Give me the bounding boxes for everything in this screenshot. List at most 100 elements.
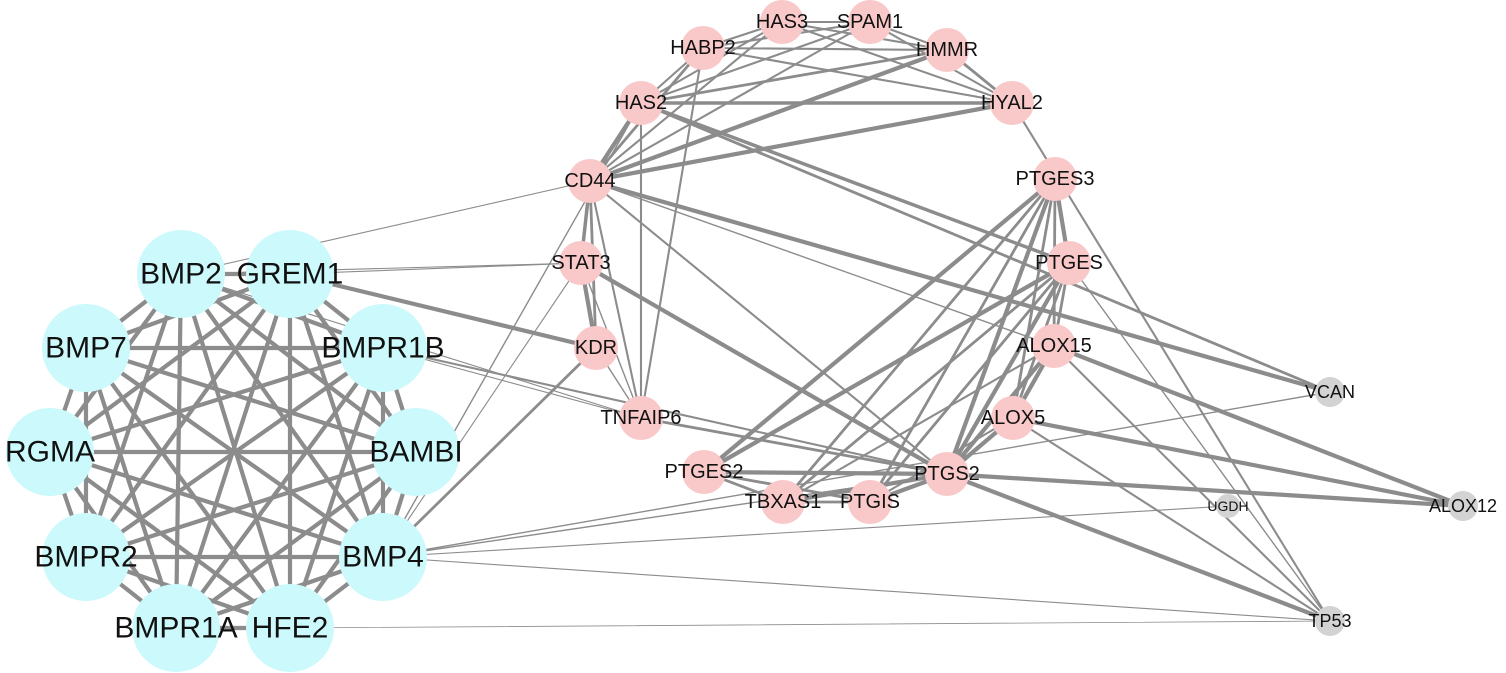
node-label-alox12: ALOX12	[1429, 496, 1497, 516]
edge-bmp2-bambi	[178, 271, 419, 455]
edge-cd44-ptgs2	[588, 179, 949, 476]
edge-bmpr1b-bmpr1a	[173, 345, 386, 631]
node-label-bmpr2: BMPR2	[34, 541, 137, 574]
node-label-ptgis: PTGIS	[840, 491, 900, 513]
edge-ptges3-ptgs2	[944, 176, 1058, 477]
edge-alox15-alox12	[1051, 343, 1466, 509]
node-bmpr1b[interactable]	[339, 304, 427, 392]
node-label-alox5: ALOX5	[981, 407, 1045, 429]
edge-bmpr1b-rgma	[47, 345, 386, 455]
edge-grem1-rgma	[47, 271, 293, 455]
node-bmpr1a[interactable]	[132, 584, 220, 672]
edge-bambi-bmpr2	[83, 449, 419, 560]
node-rgma[interactable]	[6, 408, 94, 496]
node-kdr[interactable]	[574, 326, 618, 370]
node-stat3[interactable]	[559, 241, 603, 285]
node-label-ptges2: PTGES2	[665, 461, 744, 483]
node-ptgs2[interactable]	[925, 452, 969, 496]
edge-stat3-ptgs2	[578, 260, 950, 477]
edge-habp2-hyal2	[701, 46, 1014, 105]
node-hyal2[interactable]	[990, 81, 1034, 125]
edge-bmp7-hfe2	[83, 345, 293, 631]
edge-kdr-grem1	[287, 271, 599, 351]
edge-ptgs2-tnfaip6	[639, 416, 949, 476]
edge-cd44-hyal2	[589, 102, 1013, 182]
edge-ugdh-bmp4	[382, 505, 1229, 558]
node-ptges2[interactable]	[682, 450, 726, 494]
node-ptgis[interactable]	[848, 480, 892, 524]
node-spam1[interactable]	[848, 0, 892, 44]
node-tnfaip6[interactable]	[619, 396, 663, 440]
node-ugdh[interactable]	[1216, 494, 1240, 518]
node-label-bmp7: BMP7	[45, 332, 127, 365]
node-layer	[6, 0, 1478, 672]
edge-bambi-bmpr1a	[173, 449, 419, 631]
node-label-has2: HAS2	[615, 92, 667, 114]
edge-ptgs2-bmp4	[382, 473, 948, 558]
node-bambi[interactable]	[372, 408, 460, 496]
edge-grem1-bmpr2	[83, 271, 293, 560]
edge-ptges-tbxas1	[781, 261, 1071, 504]
node-label-bmpr1b: BMPR1B	[321, 332, 444, 365]
node-habp2[interactable]	[681, 26, 725, 70]
edge-grem1-bmp4	[287, 271, 386, 560]
edge-habp2-tnfaip6	[639, 46, 705, 420]
node-bmpr2[interactable]	[42, 513, 130, 601]
edge-cd44-tnfaip6	[588, 179, 643, 420]
edge-ptges-ptgis	[868, 261, 1071, 504]
node-label-has3: HAS3	[756, 11, 808, 33]
node-bmp4[interactable]	[339, 513, 427, 601]
node-label-habp2: HABP2	[670, 37, 736, 59]
node-hmmr[interactable]	[925, 28, 969, 72]
edge-ptges-ptges2	[701, 260, 1072, 475]
node-label-vcan: VCAN	[1305, 382, 1355, 402]
node-label-grem1: GREM1	[237, 258, 344, 291]
node-alox12[interactable]	[1448, 491, 1478, 521]
node-has2[interactable]	[619, 81, 663, 125]
node-has3[interactable]	[760, 0, 804, 44]
node-label-hmmr: HMMR	[916, 39, 978, 61]
node-ptges3[interactable]	[1033, 157, 1077, 201]
edge-kdr-bmp4	[381, 346, 598, 559]
edge-ptgs2-alox12	[944, 471, 1466, 509]
node-label-bmpr1a: BMPR1A	[114, 612, 237, 645]
node-label-cd44: CD44	[564, 170, 615, 192]
edge-habp2-hmmr	[701, 46, 949, 52]
node-label-tbxas1: TBXAS1	[745, 491, 822, 513]
node-alox5[interactable]	[991, 396, 1035, 440]
node-tbxas1[interactable]	[761, 480, 805, 524]
node-label-ugdh: UGDH	[1207, 498, 1248, 514]
edge-ptges-tp53	[1068, 262, 1331, 622]
edge-alox15-tbxas1	[781, 344, 1056, 504]
edge-spam1-has2	[639, 20, 872, 105]
node-alox15[interactable]	[1032, 324, 1076, 368]
edge-tp53-bmp4	[382, 556, 1331, 622]
node-vcan[interactable]	[1315, 377, 1345, 407]
edge-ptges3-alox5	[1011, 177, 1057, 420]
edge-ptges3-ptgis	[868, 177, 1057, 504]
edge-has2-ptges	[639, 101, 1071, 265]
edge-alox5-alox12	[1010, 415, 1466, 509]
node-label-hfe2: HFE2	[252, 612, 329, 645]
edge-ptgs2-bmpr1b	[381, 346, 949, 476]
node-label-kdr: KDR	[575, 337, 617, 359]
node-tp53[interactable]	[1315, 606, 1345, 636]
node-grem1[interactable]	[246, 230, 334, 318]
edge-ptgs2-tp53	[944, 471, 1333, 624]
edge-vcan-bmp4	[382, 391, 1331, 558]
node-bmp7[interactable]	[42, 304, 130, 392]
node-label-ptges: PTGES	[1035, 252, 1103, 274]
edge-bmp2-bmp4	[178, 271, 386, 560]
node-label-bmp2: BMP2	[140, 258, 222, 291]
edge-stat3-bmp4	[382, 262, 582, 558]
edge-bmpr1b-hfe2	[287, 345, 386, 631]
node-label-tnfaip6: TNFAIP6	[600, 407, 681, 429]
edge-layer	[47, 20, 1466, 631]
edge-has2-vcan	[639, 101, 1332, 394]
node-cd44[interactable]	[568, 159, 612, 203]
node-bmp2[interactable]	[137, 230, 225, 318]
node-hfe2[interactable]	[246, 584, 334, 672]
node-ptges[interactable]	[1047, 241, 1091, 285]
node-label-stat3: STAT3	[551, 252, 610, 274]
